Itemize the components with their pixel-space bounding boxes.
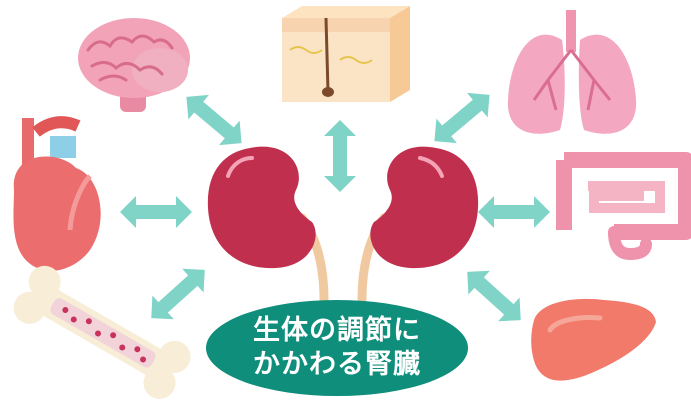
brain-icon [78, 18, 190, 112]
intestines-icon [564, 160, 686, 254]
right-kidney-icon [370, 147, 478, 268]
left-kidney-icon [208, 147, 316, 268]
skin-icon [282, 6, 410, 102]
center-label: 生体の調節に かかわる腎臓 [206, 300, 468, 396]
arrow-bone [141, 258, 216, 330]
center-label-line2: かかわる腎臓 [253, 348, 421, 382]
lungs-icon [508, 10, 636, 134]
arrow-brain [176, 85, 252, 156]
arrow-skin [324, 120, 356, 192]
arrow-liver [457, 260, 532, 332]
arrow-intestines [478, 196, 550, 228]
arrow-heart [120, 196, 192, 228]
bone-icon [8, 260, 197, 405]
heart-icon [13, 118, 100, 271]
arrow-lungs [424, 83, 500, 154]
liver-icon [531, 299, 656, 381]
center-label-line1: 生体の調節に [253, 314, 421, 348]
